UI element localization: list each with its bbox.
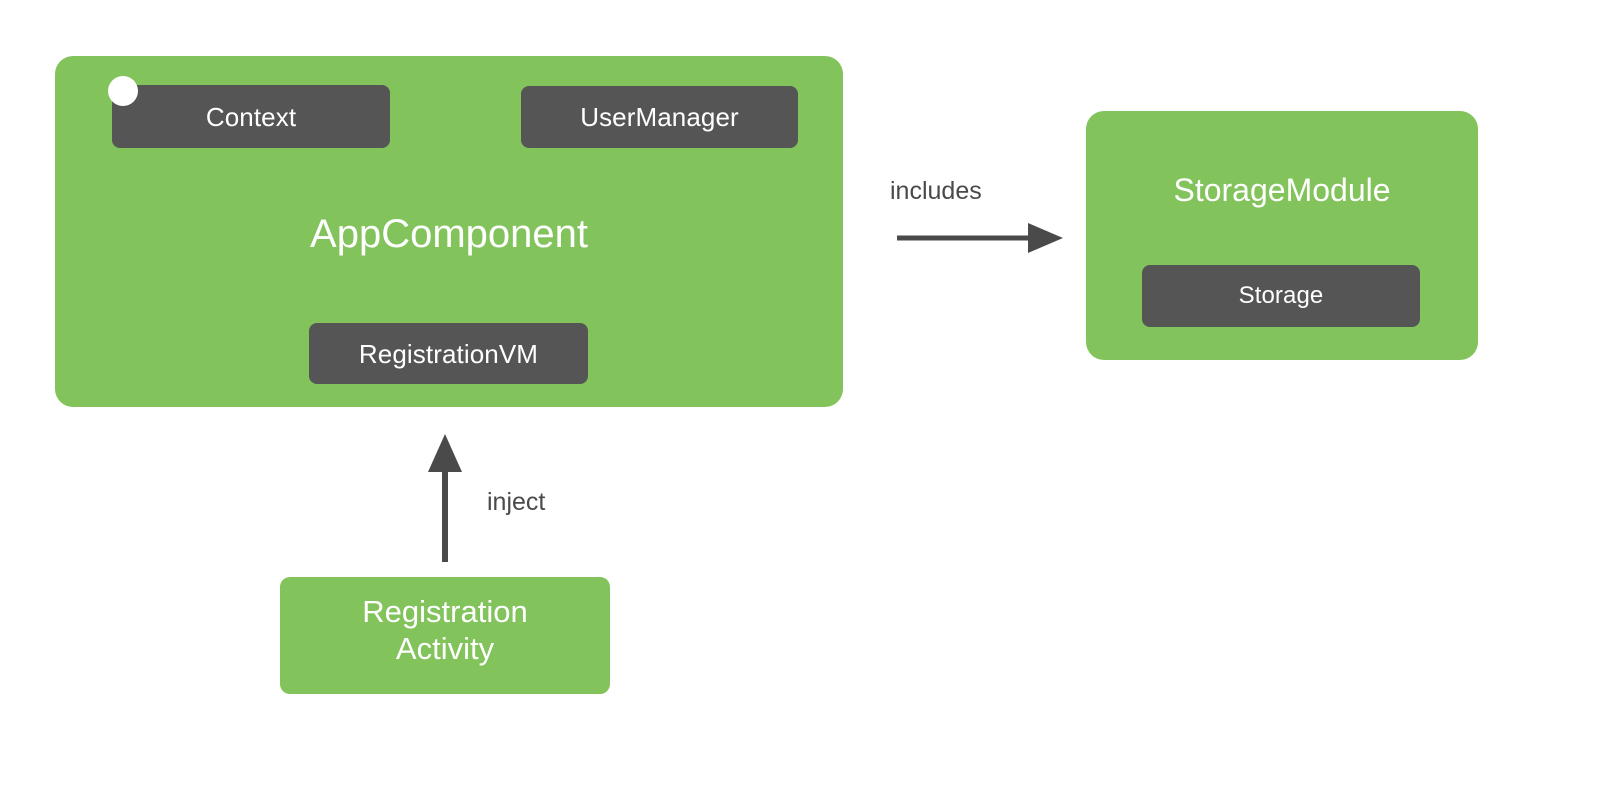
dependency-storage-label: Storage [1238, 282, 1324, 309]
node-app-component-label: AppComponent [310, 212, 588, 256]
dependency-context[interactable]: Context [112, 85, 390, 148]
edge-includes-arrowhead-icon [1028, 223, 1063, 253]
edge-inject-arrowhead-icon [428, 434, 462, 472]
dependency-storage[interactable]: Storage [1142, 265, 1420, 327]
edge-includes-label: includes [890, 177, 982, 205]
node-registration-activity-label: Registration Activity [362, 594, 528, 666]
dependency-context-label: Context [205, 101, 297, 132]
dependency-user-manager-label: UserManager [580, 102, 739, 132]
edge-inject [428, 434, 462, 562]
dependency-registration-vm[interactable]: RegistrationVM [309, 323, 588, 384]
node-registration-activity[interactable] [280, 577, 610, 694]
edge-includes [897, 223, 1063, 253]
dependency-registration-vm-label: RegistrationVM [358, 338, 539, 369]
edge-inject-label: inject [487, 488, 546, 516]
provided-marker-dot-icon [108, 76, 138, 106]
node-storage-module-label: StorageModule [1173, 172, 1391, 208]
dependency-user-manager[interactable]: UserManager [521, 86, 798, 148]
